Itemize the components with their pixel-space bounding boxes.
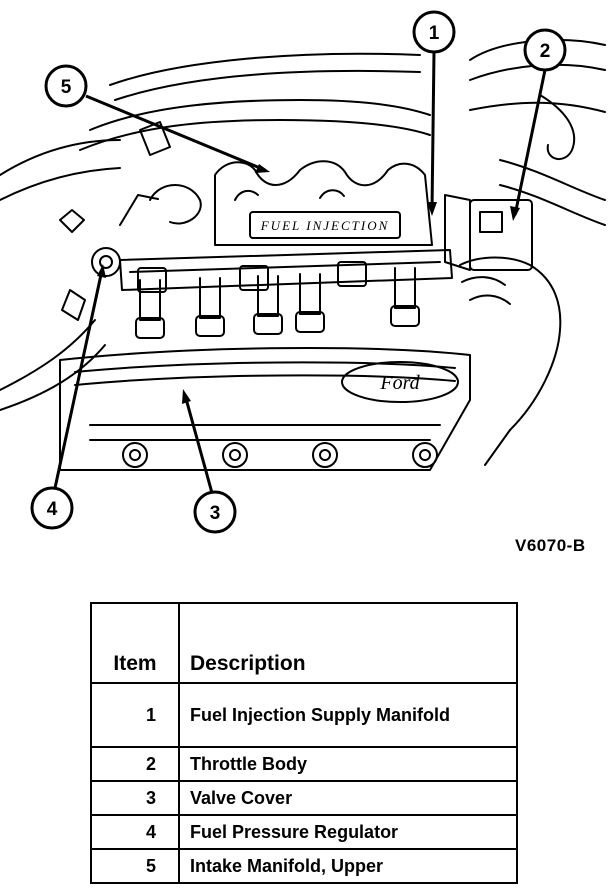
legend-table: Item Description 1 Fuel Injection Supply… — [90, 602, 518, 884]
throttle-body — [444, 194, 533, 271]
callout-2: 2 — [523, 28, 567, 72]
legend-item-number: 3 — [90, 780, 180, 816]
legend-item-description: Valve Cover — [178, 780, 518, 816]
legend-header-row: Item Description — [90, 602, 518, 684]
ford-logo — [341, 361, 459, 403]
legend-item-number: 1 — [90, 682, 180, 748]
table-row: 1 Fuel Injection Supply Manifold — [90, 682, 518, 748]
legend-item-description: Throttle Body — [178, 746, 518, 782]
table-row: 5 Intake Manifold, Upper — [90, 848, 518, 884]
injector-connectors — [137, 261, 367, 293]
table-row: 3 Valve Cover — [90, 780, 518, 816]
table-row: 2 Throttle Body — [90, 746, 518, 782]
legend-item-number: 5 — [90, 848, 180, 884]
callout-5: 5 — [44, 64, 88, 108]
valve-cover — [59, 347, 471, 471]
legend-item-number: 4 — [90, 814, 180, 850]
callout-number: 4 — [47, 499, 58, 520]
ford-logo-text: Ford — [379, 372, 420, 394]
callout-4: 4 — [30, 486, 74, 530]
callout-number: 3 — [210, 503, 221, 524]
callout-1: 1 — [412, 10, 456, 54]
callout-number: 1 — [429, 23, 440, 44]
fuel-injectors — [135, 267, 420, 339]
callout-3: 3 — [193, 490, 237, 534]
legend-header-description: Description — [178, 602, 518, 684]
technician-hand-right — [459, 256, 562, 466]
manifold-lettering: FUEL INJECTION — [260, 218, 390, 233]
table-row: 4 Fuel Pressure Regulator — [90, 814, 518, 850]
background-hoses — [0, 39, 606, 226]
left-engine-detail — [0, 121, 202, 411]
fuel-rail — [119, 249, 453, 291]
legend-item-description: Intake Manifold, Upper — [178, 848, 518, 884]
callout-number: 2 — [540, 41, 551, 62]
figure-id-label: V6070-B — [515, 536, 586, 555]
legend-item-description: Fuel Pressure Regulator — [178, 814, 518, 850]
legend-item-description: Fuel Injection Supply Manifold — [178, 682, 518, 748]
callout-number: 5 — [61, 77, 72, 98]
legend-header-item: Item — [90, 602, 180, 684]
intake-manifold-upper — [214, 160, 433, 246]
leader-lines — [53, 51, 547, 494]
legend-item-number: 2 — [90, 746, 180, 782]
engine-illustration: FUEL INJECTION Ford 1 2 3 4 5 — [0, 10, 606, 534]
